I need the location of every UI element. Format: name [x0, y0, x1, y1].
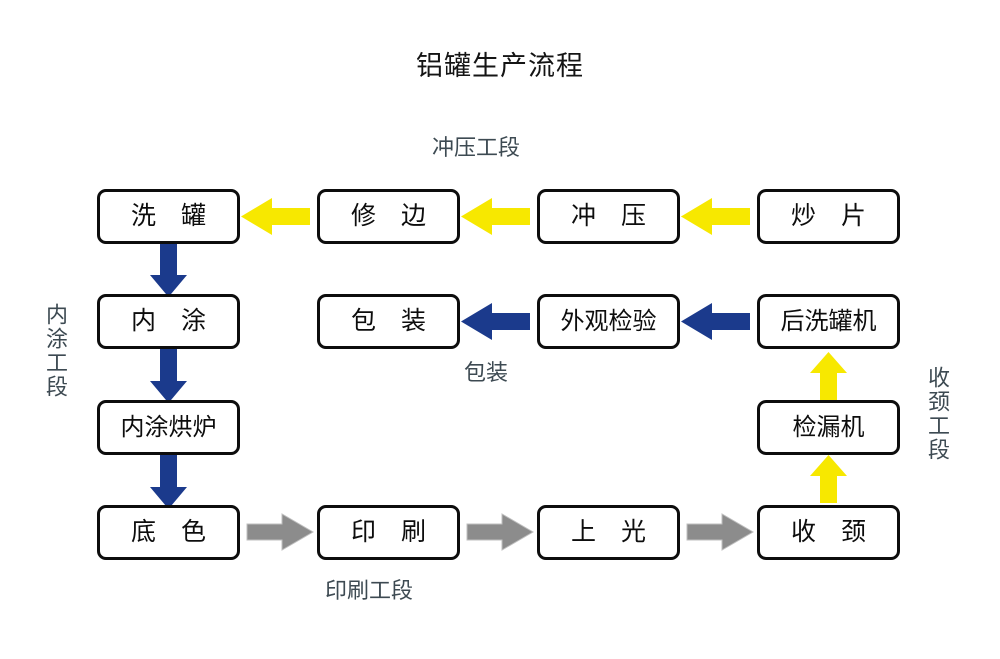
node-stamp[interactable]: 冲 压	[537, 189, 680, 244]
node-appearance-inspect[interactable]: 外观检验	[537, 294, 680, 349]
arrow-neitu-to-neituhonglu	[150, 349, 187, 403]
node-post-washer[interactable]: 后洗罐机	[757, 294, 900, 349]
node-printing[interactable]: 印 刷	[317, 505, 460, 560]
arrow-shangguang-to-shoujing	[686, 513, 754, 551]
node-leak-detector[interactable]: 检漏机	[757, 400, 900, 455]
arrow-xiguan-to-neitu	[150, 243, 187, 297]
section-label-stamping: 冲压工段	[432, 135, 521, 160]
section-label-inner-coating: 内涂工段	[43, 303, 68, 399]
node-packaging[interactable]: 包 装	[317, 294, 460, 349]
arrow-waiguanjianyan-to-baozhuang	[461, 303, 530, 340]
node-trim[interactable]: 修 边	[317, 189, 460, 244]
section-label-necking: 收颈工段	[925, 366, 950, 462]
arrow-shoujing-to-jianlouji	[810, 455, 847, 503]
arrow-chongya-to-xiubian	[461, 198, 530, 235]
node-cup-blank[interactable]: 炒 片	[757, 189, 900, 244]
node-base-color[interactable]: 底 色	[97, 505, 240, 560]
node-wash-can[interactable]: 洗 罐	[97, 189, 240, 244]
page-title: 铝罐生产流程	[416, 51, 584, 81]
node-varnish[interactable]: 上 光	[537, 505, 680, 560]
node-inner-coat[interactable]: 内 涂	[97, 294, 240, 349]
section-label-packaging: 包装	[464, 360, 509, 385]
arrow-jianlouji-to-houxiguanji	[810, 352, 847, 400]
node-necking[interactable]: 收 颈	[757, 505, 900, 560]
arrow-dise-to-yinshua	[246, 513, 314, 551]
section-label-printing: 印刷工段	[325, 578, 414, 603]
arrow-neituhonglu-to-dise	[150, 455, 187, 509]
arrow-chaopian-to-chongya	[681, 198, 750, 235]
node-inner-coat-oven[interactable]: 内涂烘炉	[97, 400, 240, 455]
arrow-xiubian-to-xiguan	[241, 198, 310, 235]
arrow-houxiguanji-to-waiguanjianyan	[681, 303, 750, 340]
arrow-yinshua-to-shangguang	[466, 513, 534, 551]
